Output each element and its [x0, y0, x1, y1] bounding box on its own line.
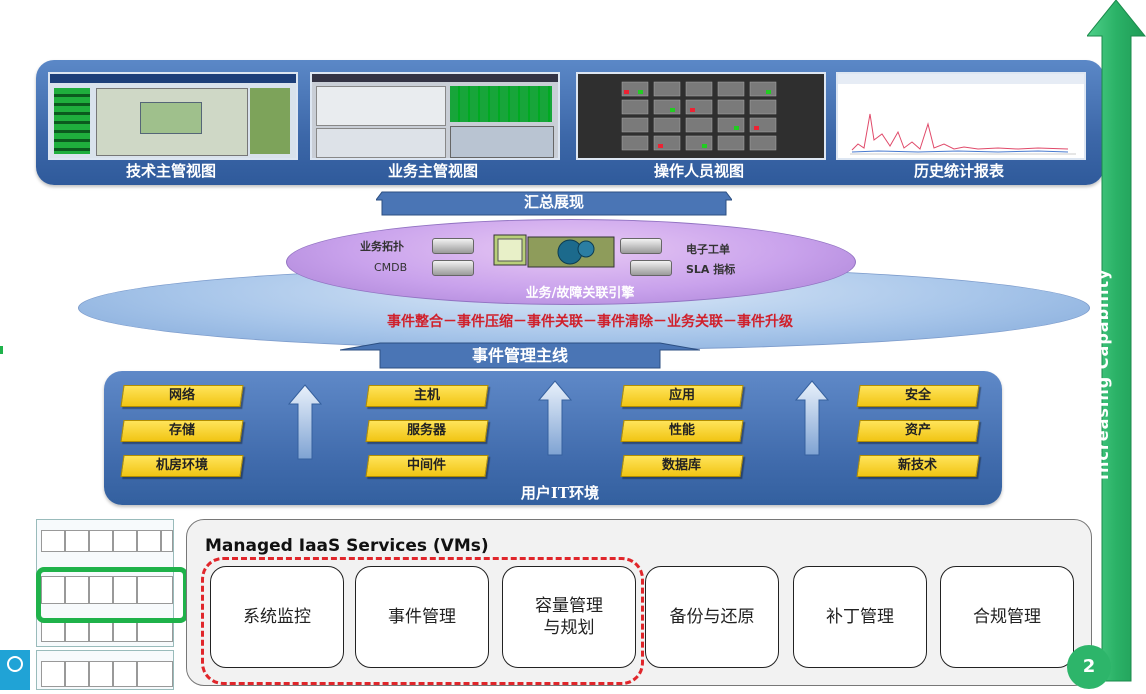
left-edge-marker: [0, 346, 3, 354]
database-icon: [630, 260, 672, 276]
env-tile-application: 应用: [620, 385, 744, 407]
view-label-tech: 技术主管视图: [125, 162, 216, 180]
service-capacity-planning: 容量管理 与规划: [502, 566, 636, 668]
capability-label: Increasing Capability: [1093, 268, 1112, 480]
env-tile-server: 服务器: [365, 420, 489, 442]
thumbnail-highlight: [36, 567, 188, 623]
event-chain-text: 事件整合－事件压缩－事件关联－事件清除－业务关联－事件升级: [387, 314, 793, 330]
service-event-management: 事件管理: [355, 566, 489, 668]
env-tile-datacenter: 机房环境: [120, 455, 244, 477]
engine-right-label-ticket: 电子工单: [686, 243, 730, 256]
highlight-dashed-box: [201, 557, 644, 685]
business-manager-screenshot: [310, 72, 560, 160]
database-icon: [432, 238, 474, 254]
engine-server-icon: [490, 233, 618, 271]
engine-right-label-sla: SLA 指标: [686, 263, 736, 276]
env-tile-host: 主机: [365, 385, 489, 407]
view-label-operator: 操作人员视图: [653, 162, 744, 180]
database-icon: [432, 260, 474, 276]
cloud-logo-icon: [7, 656, 23, 672]
env-tile-assets: 资产: [856, 420, 980, 442]
it-environment-title: 用户IT环境: [520, 484, 600, 502]
operator-screenshot: [576, 72, 826, 160]
thumbnail-logo: [0, 650, 30, 690]
env-tile-performance: 性能: [620, 420, 744, 442]
up-arrow-icon: [795, 380, 829, 456]
event-mainline-arrow: 事件管理主线: [340, 342, 700, 369]
history-chart-graphic: [838, 74, 1084, 155]
page-number: 2: [1067, 645, 1111, 689]
env-tile-middleware: 中间件: [365, 455, 489, 477]
engine-left-label-topology: 业务拓扑: [360, 240, 404, 253]
server-gears-graphic: [493, 234, 615, 268]
up-arrow-icon: [538, 380, 572, 456]
database-icon: [620, 238, 662, 254]
summary-arrow-shape: [376, 191, 732, 216]
service-patch-management: 补丁管理: [793, 566, 927, 668]
env-tile-network: 网络: [120, 385, 244, 407]
summary-arrow: 汇总展现: [376, 190, 732, 216]
env-tile-storage: 存储: [120, 420, 244, 442]
summary-arrow-label: 汇总展现: [523, 193, 584, 211]
capability-arrow: [1087, 0, 1146, 682]
engine-left-label-cmdb: CMDB: [374, 261, 408, 274]
up-arrow-icon: [288, 384, 322, 460]
env-tile-security: 安全: [856, 385, 980, 407]
tech-manager-screenshot: [48, 72, 298, 160]
managed-services-title: Managed IaaS Services (VMs): [205, 536, 489, 556]
service-compliance: 合规管理: [940, 566, 1074, 668]
capability-thumbnail: [36, 650, 174, 690]
event-mainline-arrow-shape: [340, 342, 700, 369]
engine-title: 业务/故障关联引擎: [525, 286, 635, 301]
views-panel: 技术主管视图 业务主管视图 操作人员视图: [36, 60, 1104, 185]
env-tile-database: 数据库: [620, 455, 744, 477]
event-mainline-label: 事件管理主线: [471, 346, 568, 365]
history-report-screenshot: [836, 72, 1086, 160]
service-backup-restore: 备份与还原: [645, 566, 779, 668]
service-system-monitoring: 系统监控: [210, 566, 344, 668]
view-label-business: 业务主管视图: [387, 162, 478, 180]
env-tile-new-tech: 新技术: [856, 455, 980, 477]
view-label-history: 历史统计报表: [913, 162, 1004, 180]
operator-grid-graphic: [621, 81, 777, 151]
